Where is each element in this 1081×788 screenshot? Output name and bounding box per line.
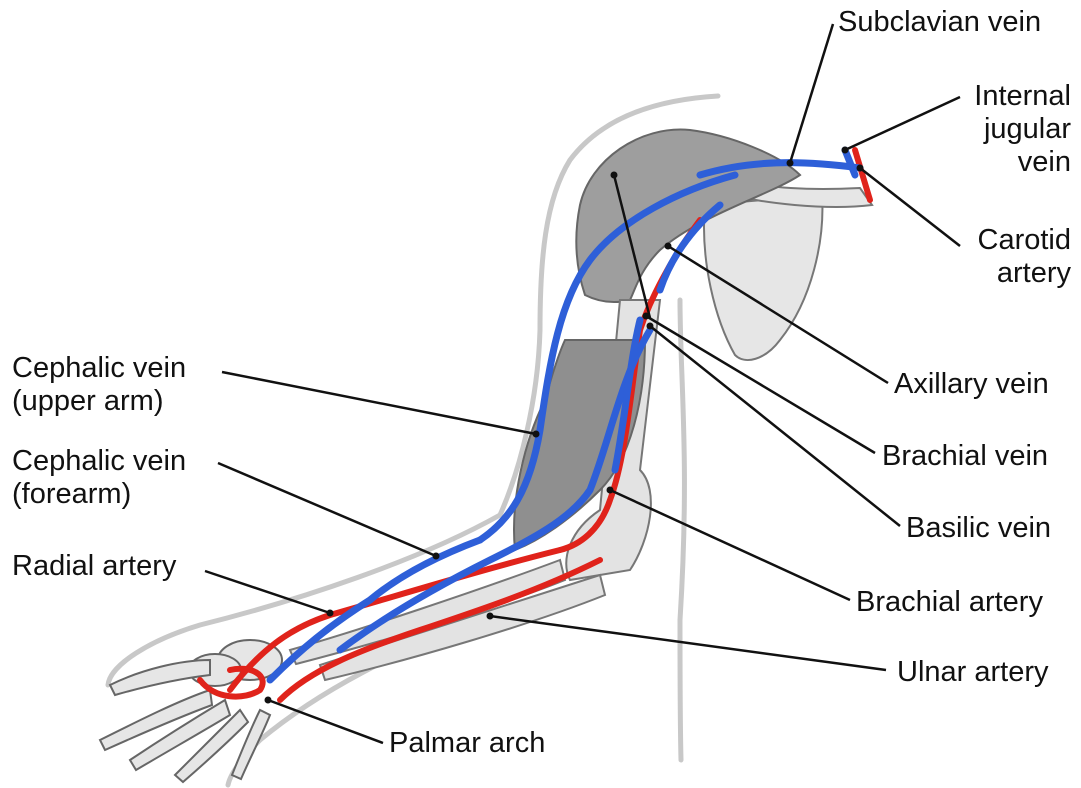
label-cephalic-vein-upper-line1: Cephalic vein bbox=[12, 352, 186, 385]
label-carotid-artery: Carotid artery bbox=[978, 224, 1072, 290]
label-ulnar-artery: Ulnar artery bbox=[897, 656, 1049, 689]
label-cephalic-vein-forearm-line1: Cephalic vein bbox=[12, 445, 186, 478]
label-internal-jugular-vein-line2: jugular bbox=[974, 113, 1071, 146]
label-brachial-vein: Brachial vein bbox=[882, 440, 1048, 473]
leader-brachial-artery bbox=[610, 490, 850, 600]
label-cephalic-vein-upper-line2: (upper arm) bbox=[12, 385, 186, 418]
leader-ulnar-artery bbox=[490, 616, 886, 670]
leader-internal-jugular-vein bbox=[845, 97, 960, 150]
leader-basilic-vein bbox=[650, 326, 900, 526]
label-internal-jugular-vein-line3: vein bbox=[974, 146, 1071, 179]
label-cephalic-vein-upper-arm: Cephalic vein (upper arm) bbox=[12, 352, 186, 418]
label-internal-jugular-vein: Internal jugular vein bbox=[974, 80, 1071, 179]
leader-carotid-artery bbox=[860, 168, 960, 246]
leader-subclavian-vein bbox=[790, 24, 833, 163]
label-cephalic-vein-forearm-line2: (forearm) bbox=[12, 478, 186, 511]
label-radial-artery: Radial artery bbox=[12, 550, 176, 583]
label-subclavian-vein: Subclavian vein bbox=[838, 6, 1041, 39]
label-axillary-vein: Axillary vein bbox=[894, 368, 1049, 401]
label-cephalic-vein-forearm: Cephalic vein (forearm) bbox=[12, 445, 186, 511]
label-carotid-artery-line1: Carotid bbox=[978, 224, 1072, 257]
leader-cephalic-vein-forearm bbox=[218, 463, 436, 556]
label-basilic-vein: Basilic vein bbox=[906, 512, 1051, 545]
leader-cephalic-vein-upper bbox=[222, 372, 536, 434]
label-carotid-artery-line2: artery bbox=[978, 257, 1072, 290]
label-internal-jugular-vein-line1: Internal bbox=[974, 80, 1071, 113]
label-palmar-arch: Palmar arch bbox=[389, 727, 545, 760]
label-brachial-artery: Brachial artery bbox=[856, 586, 1043, 619]
scapula bbox=[704, 195, 822, 360]
